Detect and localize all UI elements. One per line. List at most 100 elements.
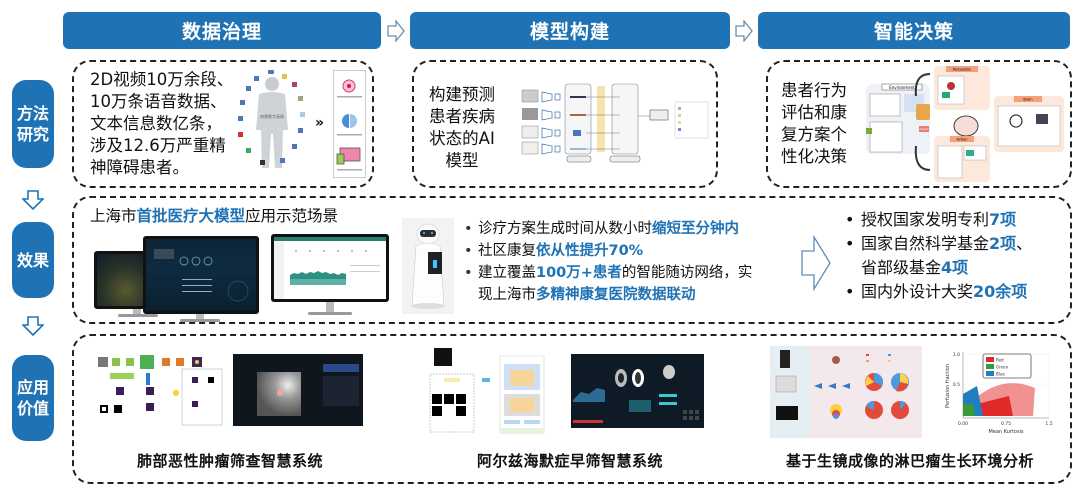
action-label: Action [957, 138, 968, 142]
legend-label-blue: Blue [996, 372, 1005, 377]
text-line: 评估和康 [781, 103, 847, 122]
bullet-highlight: 依从性提升70% [536, 243, 644, 259]
perception-label: Perception [953, 68, 972, 72]
stage-title: 智能决策 [873, 21, 954, 43]
side-label-line: 方法 [16, 104, 49, 123]
achievement-item: 国内外设计大奖20余项 [845, 280, 1032, 304]
service-robot-image [402, 218, 454, 314]
bullet-highlight: 缩短至分钟内 [652, 221, 739, 237]
ai-model-architecture-diagram [521, 83, 709, 163]
effect-bullet-continuation: 现上海市多精神康复医院数据联动 [464, 284, 752, 306]
side-label-line: 价值 [16, 399, 49, 418]
effect-box [72, 196, 1072, 324]
bullet-text: 现上海市 [478, 287, 536, 303]
model-building-box [412, 60, 718, 188]
data-governance-box [72, 60, 374, 188]
bullet-highlight: 多精神康复医院数据联动 [536, 287, 696, 303]
text-line: 复方案个 [781, 125, 847, 144]
patient-digital-profile-figure: 病患数字画像 [238, 70, 305, 168]
side-label-line: 效果 [16, 250, 49, 270]
perfusion-kurtosis-scatter-plot: Red Green Blue 0.00 0.75 1.5 0.5 1.0 Mea… [943, 344, 1055, 436]
application-caption-lung: 肺部恶性肿瘤筛查智慧系统 [136, 452, 323, 470]
x-tick-label: 0.75 [1001, 421, 1011, 427]
x-tick-label: 1.5 [1045, 421, 1052, 427]
alzheimer-dashboard-screenshot [571, 354, 704, 428]
down-hollow-arrow-icon [22, 190, 44, 210]
model-building-text: 构建预测 患者疾病 状态的AI 模型 [427, 84, 497, 172]
effect-title-suffix: 应用示范场景 [245, 207, 339, 225]
stage-header-decision: 智能决策 [758, 12, 1070, 49]
effect-bullet: 社区康复依从性提升70% [464, 240, 752, 262]
text-line: 10万条语音数据、 [90, 92, 227, 111]
lung-ct-viewer-screenshot [233, 354, 363, 426]
decision-text: 患者行为 评估和康 复方案个 性化决策 [781, 80, 847, 168]
legend-swatch-red [986, 357, 994, 362]
text-line: 文本信息数亿条， [90, 114, 222, 133]
achievement-text: 授权国家发明专利 [861, 210, 990, 229]
effect-bullet: 诊疗方案生成时间从数小时缩短至分钟内 [464, 218, 752, 240]
side-label-line: 研究 [16, 125, 49, 144]
environment-label: Environment [889, 85, 915, 90]
legend-swatch-blue [986, 371, 994, 376]
right-hollow-arrow-icon [735, 20, 753, 42]
down-hollow-arrow-icon [22, 316, 44, 336]
legend-label-red: Red [996, 358, 1004, 363]
stage-title: 数据治理 [181, 21, 262, 43]
lymphoma-analysis-diagram [770, 346, 922, 438]
effect-title-highlight: 首批医疗大模型 [136, 207, 246, 225]
bullet-text: 社区康复 [478, 243, 536, 259]
text-line: 涉及12.6万严重精 [90, 136, 226, 155]
figure-center-label: 病患数字画像 [260, 113, 284, 119]
double-chevron-icon: » [315, 115, 325, 131]
application-caption-alzheimer: 阿尔兹海默症早筛智慧系统 [476, 452, 663, 470]
achievement-item-continuation: 省部级基金4项 [845, 256, 1032, 280]
achievement-highlight: 2项 [989, 234, 1017, 253]
stage-title: 模型构建 [529, 21, 610, 43]
text-line: 性化决策 [781, 147, 847, 166]
lung-network-diagram [96, 351, 224, 427]
text-line: 2D视频10万余段、 [90, 70, 234, 89]
decision-box [766, 60, 1072, 188]
x-axis-label: Mean Kurtosis [988, 429, 1023, 435]
legend-swatch-green [986, 364, 994, 369]
applications-box [72, 334, 1072, 484]
achievement-text: 、 [1016, 234, 1033, 253]
achievement-text: 省部级基金 [861, 258, 942, 277]
text-line: 构建预测 [429, 85, 495, 104]
agent-label: Agent [920, 127, 930, 131]
legend-label-green: Green [996, 365, 1009, 370]
bullet-text: 建立覆盖 [478, 265, 536, 281]
achievement-highlight: 7项 [989, 210, 1017, 229]
y-tick-label: 1.0 [953, 352, 960, 358]
effect-title-prefix: 上海市 [90, 207, 137, 225]
achievements-list: 授权国家发明专利7项 国家自然科学基金2项、 省部级基金4项 国内外设计大奖20… [845, 208, 1032, 304]
achievement-text: 国家自然科学基金 [861, 234, 990, 253]
bullet-text: 诊疗方案生成时间从数小时 [478, 221, 652, 237]
y-axis-label: Perfusion fraction [945, 364, 951, 408]
achievement-highlight: 4项 [941, 258, 969, 277]
right-hollow-arrow-icon [387, 20, 405, 42]
stage-header-model-building: 模型构建 [410, 12, 730, 49]
side-label-line: 应用 [16, 378, 49, 397]
bullet-text: 的智能随访网络，实 [621, 265, 753, 281]
data-governance-text: 2D视频10万余段、 10万条语音数据、 文本信息数亿条， 涉及12.6万严重精… [90, 69, 233, 179]
right-hollow-arrow-icon [801, 235, 831, 291]
side-label-method: 方法 研究 [12, 80, 54, 168]
text-line: 状态的AI [429, 129, 495, 148]
y-tick-label: 0.5 [953, 382, 960, 388]
text-line: 神障碍患者。 [90, 158, 189, 177]
text-line: 模型 [445, 151, 479, 170]
side-label-effect: 效果 [12, 222, 54, 298]
effect-bullet-list: 诊疗方案生成时间从数小时缩短至分钟内 社区康复依从性提升70% 建立覆盖100万… [464, 218, 752, 306]
application-caption-lymphoma: 基于生镜成像的淋巴瘤生长环境分析 [785, 452, 1034, 470]
achievement-item: 授权国家发明专利7项 [845, 208, 1032, 232]
effect-bullet: 建立覆盖100万+患者的智能随访网络，实 [464, 262, 752, 284]
text-line: 患者疾病 [429, 107, 495, 126]
bullet-highlight: 100万+患者 [536, 265, 622, 281]
alzheimer-pipeline-diagram [420, 344, 555, 436]
stage-header-data-governance: 数据治理 [63, 12, 381, 49]
achievement-highlight: 20余项 [973, 282, 1028, 301]
text-line: 患者行为 [781, 81, 847, 100]
effect-title: 上海市首批医疗大模型应用示范场景 [90, 205, 338, 227]
brain-label: Brain [1023, 98, 1032, 102]
